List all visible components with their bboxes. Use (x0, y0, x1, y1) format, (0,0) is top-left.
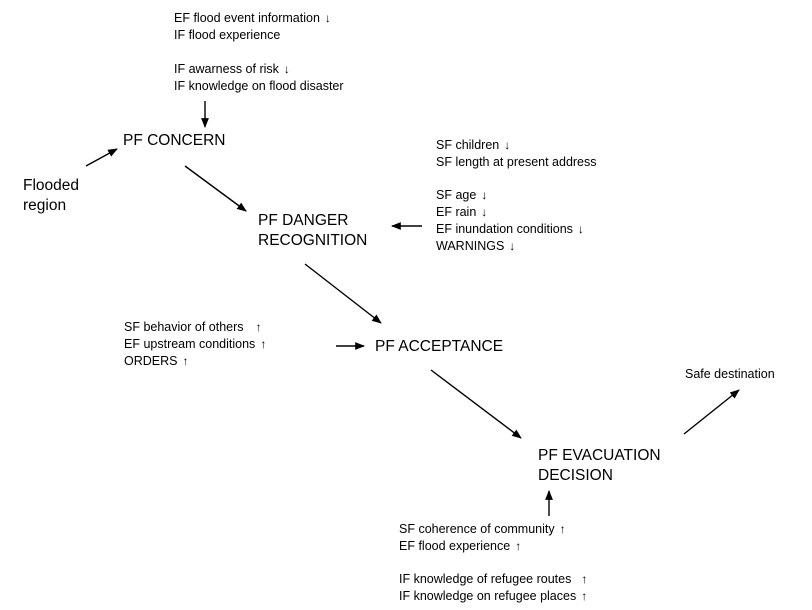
factor-line: IF knowledge of refugee routes↑ (399, 572, 588, 586)
factor-group-concern-1: EF flood event information↓ IF flood exp… (174, 10, 333, 44)
factor-line: SF length at present address (436, 155, 597, 169)
factor-line: IF knowledge on flood disaster (174, 79, 344, 93)
factor-group-danger-2: SF age↓ EF rain↓ EF inundation condition… (436, 187, 586, 255)
factor-line: IF awarness of risk↓ (174, 62, 290, 76)
factor-line: EF flood experience↑ (399, 539, 522, 553)
factor-line: EF inundation conditions↓ (436, 222, 584, 236)
arrow-down-icon: ↓ (481, 188, 488, 202)
factor-line: EF flood event information↓ (174, 11, 331, 25)
node-flooded-region: Flooded region (23, 177, 80, 214)
node-acceptance: PF ACCEPTANCE (375, 338, 504, 355)
arrow-up-icon: ↑ (581, 589, 588, 603)
arrow-down-icon: ↓ (324, 11, 331, 25)
node-evacuation-decision: PF EVACUATION DECISION (538, 447, 661, 484)
factor-line: ORDERS↑ (124, 354, 189, 368)
arrow-evacuation-to-safe (683, 389, 740, 435)
arrow-down-icon: ↓ (283, 62, 290, 76)
factor-line: WARNINGS↓ (436, 239, 516, 253)
arrow-concern-to-danger (184, 165, 247, 212)
factor-group-evacuation-1: SF coherence of community↑ EF flood expe… (399, 521, 568, 555)
factor-group-concern-2: IF awarness of risk↓ IF knowledge on flo… (174, 61, 344, 95)
factor-line: SF age↓ (436, 188, 488, 202)
arrow-up-icon: ↑ (260, 337, 267, 351)
arrow-danger-to-acceptance (304, 263, 382, 324)
factor-line: EF rain↓ (436, 205, 488, 219)
node-concern: PF CONCERN (123, 132, 226, 149)
node-safe-destination: Safe destination (685, 367, 775, 381)
arrow-down-icon: ↓ (504, 138, 511, 152)
arrow-up-icon: ↑ (182, 354, 189, 368)
factor-line: EF upstream conditions↑ (124, 337, 267, 351)
factor-line: SF behavior of others↑ (124, 320, 262, 334)
arrow-up-icon: ↑ (515, 539, 522, 553)
arrow-region-to-concern (85, 148, 118, 167)
factor-group-acceptance: SF behavior of others↑ EF upstream condi… (124, 319, 268, 370)
factor-line: IF knowledge on refugee places↑ (399, 589, 588, 603)
arrow-up-icon: ↑ (255, 320, 262, 334)
arrow-up-icon: ↑ (559, 522, 566, 536)
arrow-up-icon: ↑ (581, 572, 588, 586)
factor-group-danger-1: SF children↓ SF length at present addres… (436, 137, 597, 171)
arrow-down-icon: ↓ (509, 239, 516, 253)
factor-line: IF flood experience (174, 28, 281, 42)
arrow-acceptance-to-evacuation (430, 369, 522, 439)
arrow-down-icon: ↓ (481, 205, 488, 219)
factor-group-evacuation-2: IF knowledge of refugee routes↑ IF knowl… (399, 571, 589, 605)
factor-line: SF children↓ (436, 138, 511, 152)
node-danger-recognition: PF DANGER RECOGNITION (258, 212, 368, 249)
arrow-down-icon: ↓ (577, 222, 584, 236)
factor-line: SF coherence of community↑ (399, 522, 566, 536)
